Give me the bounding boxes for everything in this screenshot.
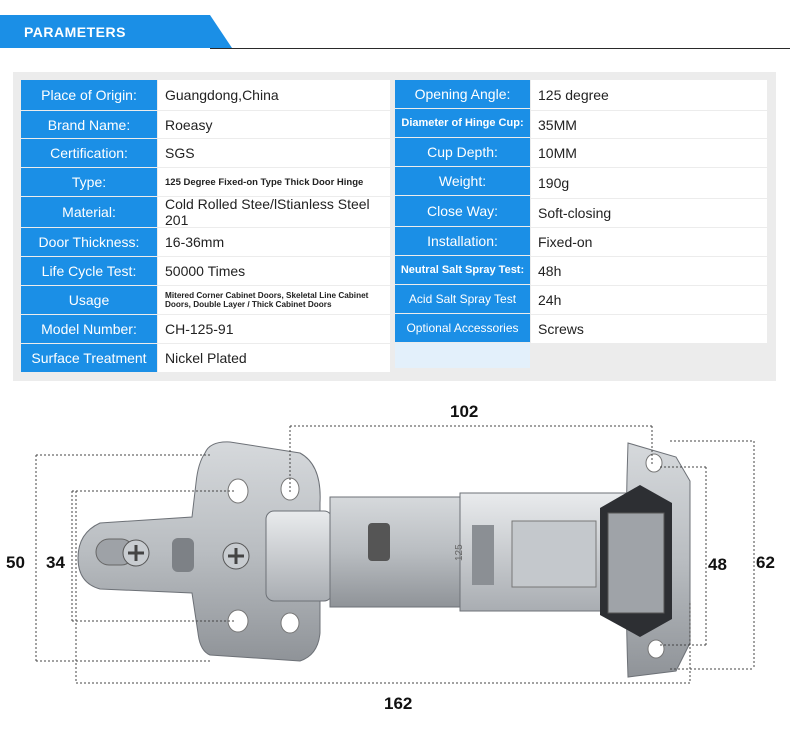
header-divider <box>210 48 790 49</box>
param-value: Nickel Plated <box>158 344 390 372</box>
param-value: Guangdong,China <box>158 80 390 110</box>
table-row: Type: 125 Degree Fixed-on Type Thick Doo… <box>21 168 767 196</box>
header-banner-shape <box>0 15 232 48</box>
param-value: 190g <box>531 168 767 198</box>
section-title: PARAMETERS <box>24 24 126 40</box>
param-value: 125 degree <box>531 80 767 110</box>
param-value: 10MM <box>531 139 767 167</box>
table-row: Material: Cold Rolled Stee/lStianless St… <box>21 196 767 228</box>
param-label: Material: <box>21 197 157 227</box>
param-value: Soft-closing <box>531 199 767 227</box>
param-label: Weight: <box>395 167 530 195</box>
param-value: CH-125-91 <box>158 315 390 343</box>
table-row: Place of Origin: Guangdong,China <box>21 80 767 110</box>
param-label: Diameter of Hinge Cup: <box>395 109 530 137</box>
param-value: 125 Degree Fixed-on Type Thick Door Hing… <box>158 168 390 196</box>
cup-mark-text: 125 <box>454 544 465 561</box>
empty-value-cell <box>531 344 767 372</box>
table-row: Certification: SGS <box>21 139 767 167</box>
param-label: Cup Depth: <box>395 138 530 166</box>
table-row: Life Cycle Test: 50000 Times <box>21 257 767 285</box>
param-label: Brand Name: <box>21 111 157 138</box>
param-label: Opening Angle: <box>395 80 530 108</box>
base-plate <box>77 441 321 662</box>
dimension-top-span: 102 <box>450 402 479 421</box>
param-value: SGS <box>158 139 390 167</box>
param-label: Installation: <box>395 227 530 255</box>
dimension-outer-left: 50 <box>6 553 25 572</box>
param-value: 50000 Times <box>158 257 390 285</box>
table-row: Door Thickness: 16-36mm <box>21 228 767 256</box>
dimension-bottom-span: 162 <box>384 694 413 713</box>
param-value: 24h <box>531 286 767 314</box>
param-value: Mitered Corner Cabinet Doors, Skeletal L… <box>158 286 390 314</box>
param-label: Usage <box>21 286 157 314</box>
table-row: Model Number: CH-125-91 <box>21 315 767 343</box>
empty-label-cell <box>395 343 530 368</box>
param-value: 35MM <box>531 111 767 138</box>
table-row: Brand Name: Roeasy <box>21 111 767 138</box>
section-header: PARAMETERS <box>0 15 232 48</box>
table-row: Usage Mitered Corner Cabinet Doors, Skel… <box>21 286 767 314</box>
dimension-lines <box>35 425 755 684</box>
param-label: Certification: <box>21 139 157 167</box>
param-value: Cold Rolled Stee/lStianless Steel 201 <box>158 196 390 228</box>
param-label: Life Cycle Test: <box>21 257 157 285</box>
dimension-outer-right: 62 <box>756 553 775 572</box>
table-row: Surface Treatment Nickel Plated <box>21 344 767 372</box>
param-label: Type: <box>21 168 157 196</box>
param-value: Fixed-on <box>531 228 767 256</box>
param-value: 48h <box>531 257 767 285</box>
hinge-arm: 125 <box>265 492 641 612</box>
param-value: 16-36mm <box>158 228 390 256</box>
param-label: Model Number: <box>21 315 157 343</box>
param-label: Close Way: <box>395 196 530 226</box>
dimension-inner-left: 34 <box>46 553 65 572</box>
door-plate <box>600 442 691 678</box>
param-label: Optional Accessories <box>395 314 530 342</box>
param-label: Acid Salt Spray Test <box>395 285 530 313</box>
hinge-drawing: 125 <box>35 425 755 684</box>
param-label: Surface Treatment <box>21 344 157 372</box>
param-label: Neutral Salt Spray Test: <box>395 256 530 284</box>
dimension-inner-right: 48 <box>708 555 727 574</box>
param-label: Place of Origin: <box>21 80 157 110</box>
param-value: Roeasy <box>158 111 390 138</box>
param-label: Door Thickness: <box>21 228 157 256</box>
param-value: Screws <box>531 315 767 343</box>
